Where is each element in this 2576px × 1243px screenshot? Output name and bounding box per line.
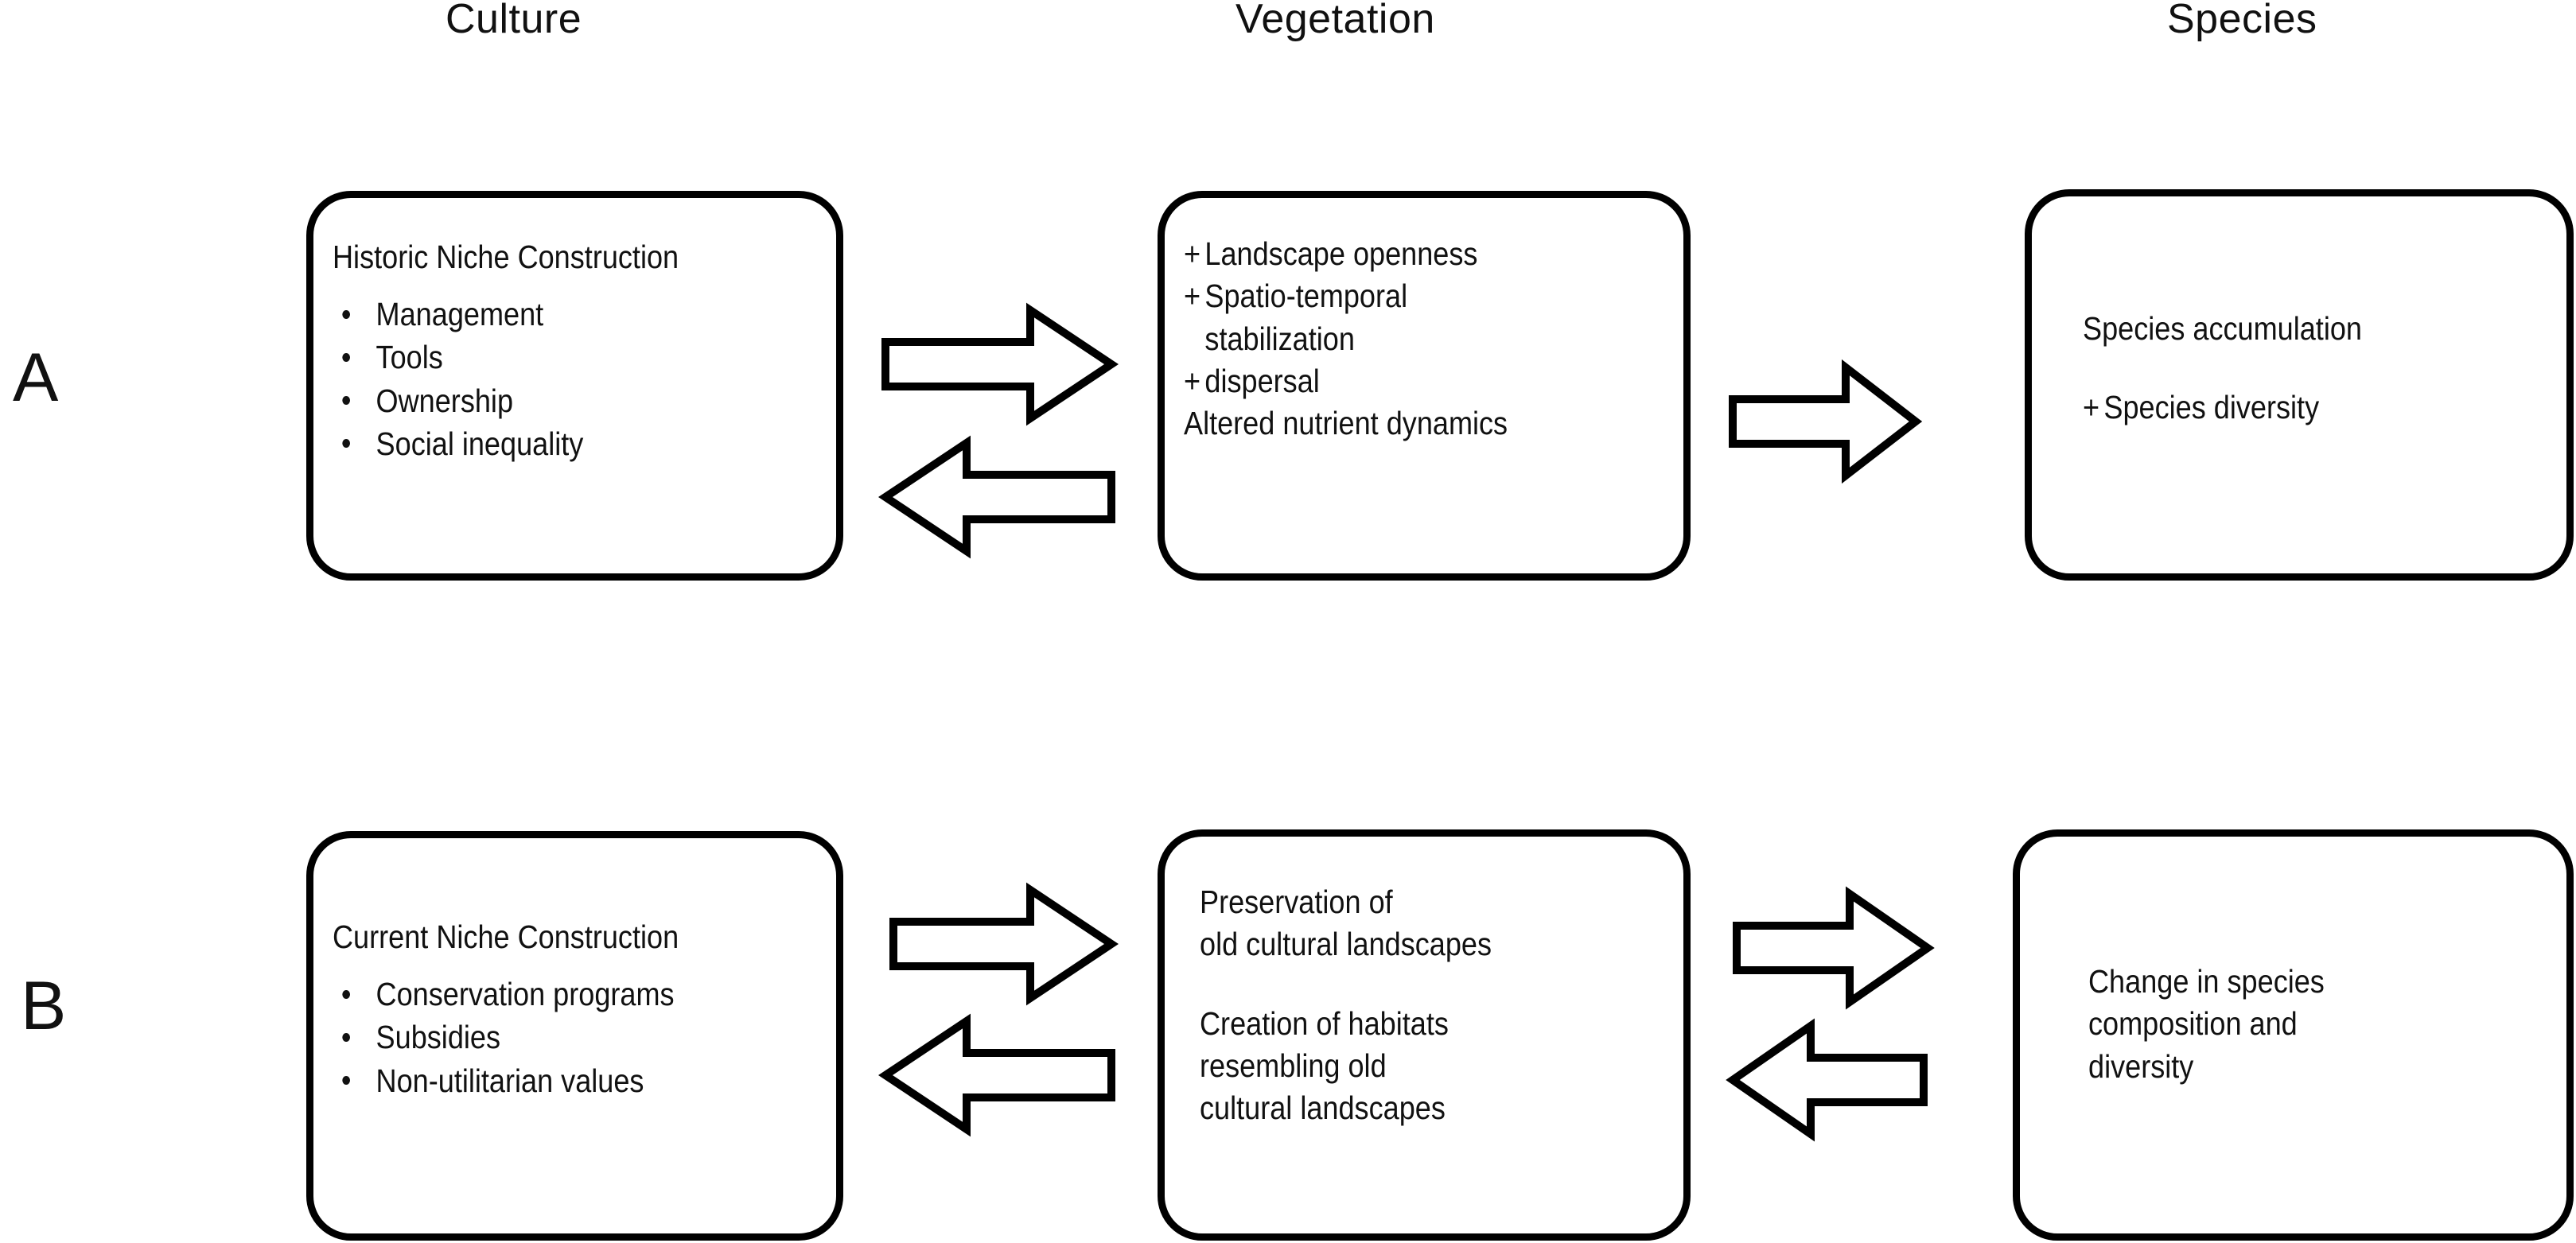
arrow-b-vegetation-to-species	[1730, 884, 1935, 1012]
arrow-a-vegetation-to-species	[1726, 358, 1923, 485]
bullet-dot-icon	[342, 309, 350, 319]
node-content-a-species: Species accumulation +Species diversity	[2083, 308, 2362, 429]
list-item: Tools	[333, 336, 679, 379]
text-line: resembling old	[1200, 1045, 1492, 1087]
node-box-a-culture: Historic Niche Construction Management T…	[306, 191, 843, 581]
node-box-a-species: Species accumulation +Species diversity	[2025, 189, 2574, 581]
bullet-label: Management	[376, 296, 544, 333]
bullet-label: Subsidies	[376, 1019, 501, 1056]
text-label: old cultural landscapes	[1200, 926, 1492, 963]
list-item: Non-utilitarian values	[333, 1059, 679, 1102]
text-label: Spatio-temporal	[1204, 278, 1408, 315]
text-label: stabilization	[1204, 320, 1355, 357]
node-content-b-species: Change in species composition and divers…	[2088, 961, 2325, 1088]
arrow-b-species-to-vegetation	[1726, 1016, 1929, 1144]
node-box-b-species: Change in species composition and divers…	[2013, 829, 2574, 1241]
node-box-b-vegetation: Preservation of old cultural landscapes …	[1158, 829, 1691, 1241]
text-line: Change in species	[2088, 961, 2325, 1003]
bullet-dot-icon	[342, 395, 350, 405]
plus-sign: +	[2083, 389, 2100, 426]
arrow-b-culture-to-vegetation	[887, 880, 1119, 1008]
text-line: Preservation of	[1200, 881, 1492, 923]
text-line: cultural landscapes	[1200, 1087, 1492, 1129]
text-label: composition and	[2088, 1005, 2298, 1043]
text-label: resembling old	[1200, 1047, 1387, 1084]
text-label: Preservation of	[1200, 884, 1393, 920]
node-title-b-culture: Current Niche Construction	[333, 919, 679, 955]
bullet-dot-icon	[342, 989, 350, 999]
list-item: Conservation programs	[333, 973, 679, 1016]
text-line: +Landscape openness	[1184, 233, 1508, 275]
node-content-a-culture: Historic Niche Construction Management T…	[333, 236, 679, 465]
text-line: +Species diversity	[2083, 386, 2362, 429]
text-line: stabilization	[1184, 318, 1508, 360]
arrow-a-culture-to-vegetation	[879, 301, 1119, 428]
text-label: cultural landscapes	[1200, 1090, 1446, 1127]
text-line: diversity	[2088, 1046, 2325, 1088]
bullet-label: Social inequality	[376, 425, 584, 462]
bullet-dot-icon	[342, 352, 350, 362]
list-item: Subsidies	[333, 1016, 679, 1058]
plus-sign: +	[1184, 235, 1201, 272]
text-label: Creation of habitats	[1200, 1004, 1449, 1042]
text-label: diversity	[2088, 1047, 2194, 1085]
bullet-list-a-culture: Management Tools Ownership Social inequa…	[333, 293, 679, 464]
row-label-a: A	[13, 340, 59, 416]
node-box-b-culture: Current Niche Construction Conservation …	[306, 831, 843, 1241]
node-box-a-vegetation: +Landscape openness +Spatio-temporal sta…	[1158, 191, 1691, 581]
row-label-b: B	[21, 968, 67, 1044]
text-label: dispersal	[1204, 362, 1320, 399]
column-header-vegetation: Vegetation	[1235, 0, 1435, 42]
bullet-list-b-culture: Conservation programs Subsidies Non-util…	[333, 973, 679, 1101]
bullet-dot-icon	[342, 438, 350, 448]
text-label: Species accumulation	[2083, 310, 2362, 347]
arrow-b-vegetation-to-culture	[877, 1012, 1118, 1139]
text-label: Altered nutrient dynamics	[1184, 405, 1508, 442]
text-label: Landscape openness	[1204, 235, 1478, 272]
list-item: Management	[333, 293, 679, 336]
node-title-a-culture: Historic Niche Construction	[333, 239, 679, 275]
text-label: Species diversity	[2103, 389, 2320, 426]
column-header-species: Species	[2167, 0, 2317, 42]
text-line: Altered nutrient dynamics	[1184, 402, 1508, 445]
node-content-b-culture: Current Niche Construction Conservation …	[333, 916, 679, 1102]
text-label: Change in species	[2088, 963, 2325, 1000]
bullet-label: Conservation programs	[376, 976, 675, 1013]
node-content-a-vegetation: +Landscape openness +Spatio-temporal sta…	[1184, 233, 1508, 445]
text-line: +Spatio-temporal	[1184, 275, 1508, 317]
bullet-dot-icon	[342, 1075, 350, 1085]
text-line: composition and	[2088, 1003, 2325, 1045]
arrow-a-vegetation-to-culture	[877, 433, 1118, 561]
column-header-culture: Culture	[446, 0, 582, 42]
text-line: Creation of habitats	[1200, 1003, 1492, 1045]
bullet-label: Ownership	[376, 382, 514, 419]
text-line: Species accumulation	[2083, 308, 2362, 350]
bullet-dot-icon	[342, 1032, 350, 1042]
list-item: Social inequality	[333, 422, 679, 465]
list-item: Ownership	[333, 379, 679, 422]
text-line: +dispersal	[1184, 360, 1508, 402]
node-content-b-vegetation: Preservation of old cultural landscapes …	[1200, 881, 1492, 1129]
bullet-label: Non-utilitarian values	[376, 1062, 644, 1099]
bullet-label: Tools	[376, 339, 443, 376]
plus-sign: +	[1184, 278, 1201, 315]
plus-sign: +	[1184, 362, 1201, 399]
text-line: old cultural landscapes	[1200, 923, 1492, 965]
